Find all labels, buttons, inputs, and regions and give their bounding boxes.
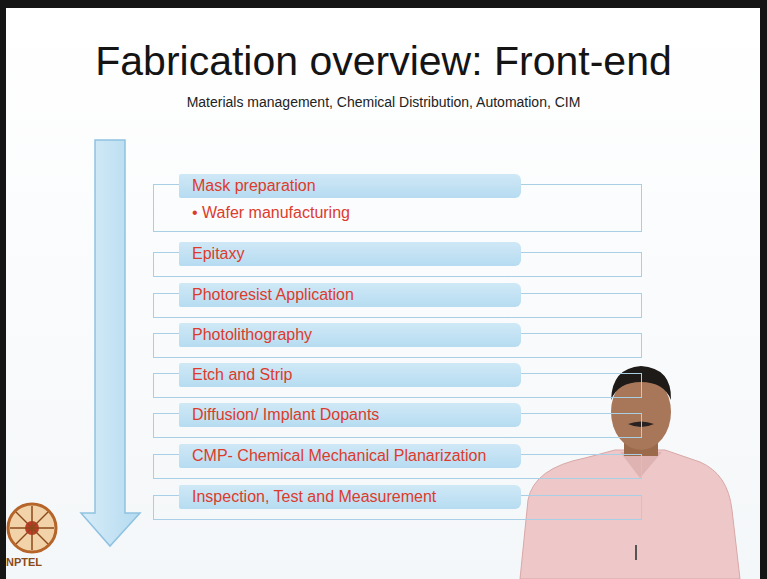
process-step: Diffusion/ Implant Dopants: [153, 413, 642, 438]
step-bar: CMP- Chemical Mechanical Planarization: [179, 444, 521, 468]
process-step: Photoresist Application: [153, 293, 642, 318]
slide-title: Fabrication overview: Front-end: [0, 38, 767, 85]
step-bar: Photolithography: [179, 323, 521, 347]
process-step: Mask preparation• Wafer manufacturing: [153, 184, 642, 232]
step-bar: Inspection, Test and Measurement: [179, 485, 521, 509]
process-step: Photolithography: [153, 333, 642, 358]
process-step: Etch and Strip: [153, 373, 642, 398]
nptel-logo: [8, 504, 56, 552]
down-arrow: [81, 140, 140, 546]
subtitle: Materials management, Chemical Distribut…: [0, 94, 767, 110]
step-bar: Mask preparation: [179, 174, 521, 198]
step-bar: Diffusion/ Implant Dopants: [179, 403, 521, 427]
step-bar: Etch and Strip: [179, 363, 521, 387]
step-bar: Photoresist Application: [179, 283, 521, 307]
bullet-item: • Wafer manufacturing: [192, 204, 350, 222]
process-step: Inspection, Test and Measurement: [153, 495, 642, 520]
process-step: Epitaxy: [153, 252, 642, 277]
process-step: CMP- Chemical Mechanical Planarization: [153, 454, 642, 479]
logo-text: NPTEL: [6, 556, 42, 568]
step-bar: Epitaxy: [179, 242, 521, 266]
